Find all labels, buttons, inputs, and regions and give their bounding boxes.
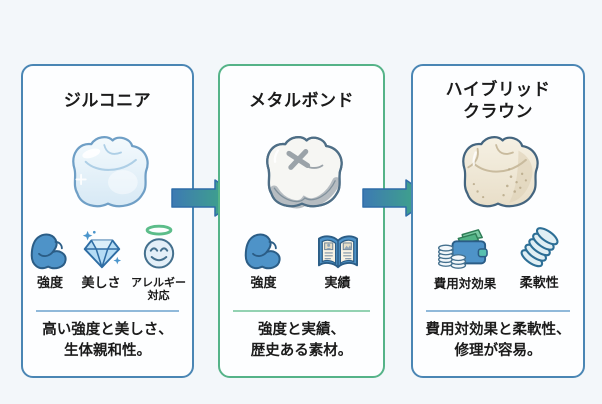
muscle-strength-icon xyxy=(243,222,285,272)
feature-track-record: 実績 xyxy=(315,222,361,292)
feature-list: 強度 美しさ xyxy=(29,222,186,302)
metal-bond-tooth-illustration xyxy=(250,126,354,218)
card-hybrid-crown: ハイブリッド クラウン xyxy=(411,64,585,378)
feature-beauty: 美しさ xyxy=(78,222,124,292)
zirconia-tooth-illustration xyxy=(56,126,160,218)
smiley-halo-allergy-icon xyxy=(138,222,180,272)
feature-list: 費用対効果 柔軟性 xyxy=(434,222,563,292)
muscle-strength-icon xyxy=(29,222,71,272)
feature-label: 強度 xyxy=(250,276,277,291)
card-description: 高い強度と美しさ、 生体親和性。 xyxy=(42,321,173,360)
feature-label: 強度 xyxy=(36,276,63,291)
card-title: ジルコニア xyxy=(63,91,152,112)
feature-strength: 強度 xyxy=(29,222,71,292)
card-zirconia: ジルコニア 強度 xyxy=(21,64,194,378)
card-title: ハイブリッド クラウン xyxy=(445,80,551,122)
feature-label: アレルギー 対応 xyxy=(131,276,186,303)
feature-label: 実績 xyxy=(324,276,351,291)
divider xyxy=(233,310,370,312)
card-description: 費用対効果と柔軟性、 修理が容易。 xyxy=(425,321,571,360)
open-book-icon xyxy=(315,222,361,272)
feature-label: 費用対効果 xyxy=(433,276,497,291)
feature-label: 美しさ xyxy=(81,276,121,291)
wallet-money-icon xyxy=(437,222,493,272)
feature-cost-effectiveness: 費用対効果 xyxy=(433,222,497,291)
hybrid-tooth-illustration xyxy=(446,126,550,218)
card-title: メタルボンド xyxy=(249,91,354,112)
feature-flexibility: 柔軟性 xyxy=(516,222,562,292)
feature-strength: 強度 xyxy=(243,222,285,292)
diamond-beauty-icon xyxy=(78,222,124,272)
feature-allergy: アレルギー 対応 xyxy=(131,222,186,302)
spring-icon xyxy=(516,222,562,272)
card-description: 強度と実績、 歴史ある素材。 xyxy=(250,321,353,360)
card-metal-bond: メタルボンド 強度 xyxy=(218,64,385,378)
divider xyxy=(426,310,570,312)
feature-list: 強度 実績 xyxy=(243,222,361,292)
feature-label: 柔軟性 xyxy=(519,276,559,291)
divider xyxy=(36,310,179,312)
